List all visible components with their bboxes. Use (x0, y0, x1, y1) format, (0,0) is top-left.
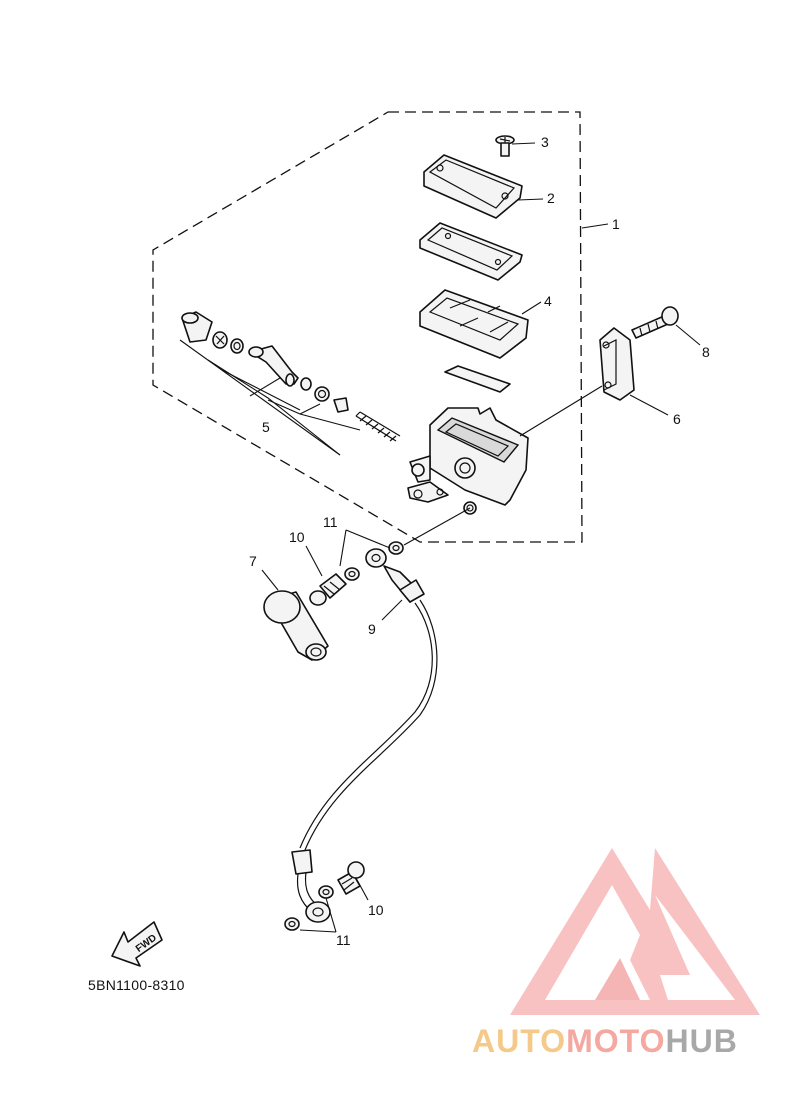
watermark-logo-icon (510, 848, 760, 1015)
part-5-piston-kit (181, 311, 401, 442)
part-10-union-bolt-upper (309, 573, 347, 606)
callout-11-upper: 11 (323, 514, 338, 530)
fwd-arrow-icon: FWD (111, 921, 163, 967)
watermark-brand-text: AUTOMOTOHUB (472, 1023, 738, 1059)
part-diaphragm-plate (419, 222, 523, 281)
callout-11-lower: 11 (336, 932, 351, 948)
part-6-clamp (599, 327, 635, 401)
part-code-label: 5BN1100-8310 (88, 977, 185, 993)
part-2-reservoir-cap (423, 154, 523, 219)
part-7-boot-cover (263, 590, 329, 661)
part-10-union-bolt-lower (337, 861, 365, 895)
assembly-boundary-dashed (152, 111, 583, 543)
leader-lines (179, 142, 701, 933)
callout-10-upper: 10 (289, 529, 305, 545)
callout-6: 6 (673, 411, 681, 427)
brand-hub: HUB (665, 1023, 737, 1059)
part-8-bolt (631, 306, 679, 339)
brand-auto: AUTO (472, 1023, 566, 1059)
brand-moto: MOTO (566, 1023, 665, 1059)
callout-9: 9 (368, 621, 376, 637)
callout-2: 2 (547, 190, 555, 206)
callout-8: 8 (702, 344, 710, 360)
part-4-diaphragm (419, 289, 529, 359)
part-11-washers-upper (344, 541, 404, 581)
callout-7: 7 (249, 553, 257, 569)
part-9-brake-hose (291, 548, 438, 923)
callout-3: 3 (541, 134, 549, 150)
callout-5: 5 (262, 419, 270, 435)
part-small-plate (444, 365, 511, 393)
callout-1: 1 (612, 216, 620, 232)
callout-labels: 3 2 1 4 8 6 5 11 10 7 9 10 11 (249, 134, 710, 948)
callout-4: 4 (544, 293, 552, 309)
callout-10-lower: 10 (368, 902, 384, 918)
part-master-cylinder-body (407, 407, 529, 515)
part-3-screw (495, 135, 515, 157)
